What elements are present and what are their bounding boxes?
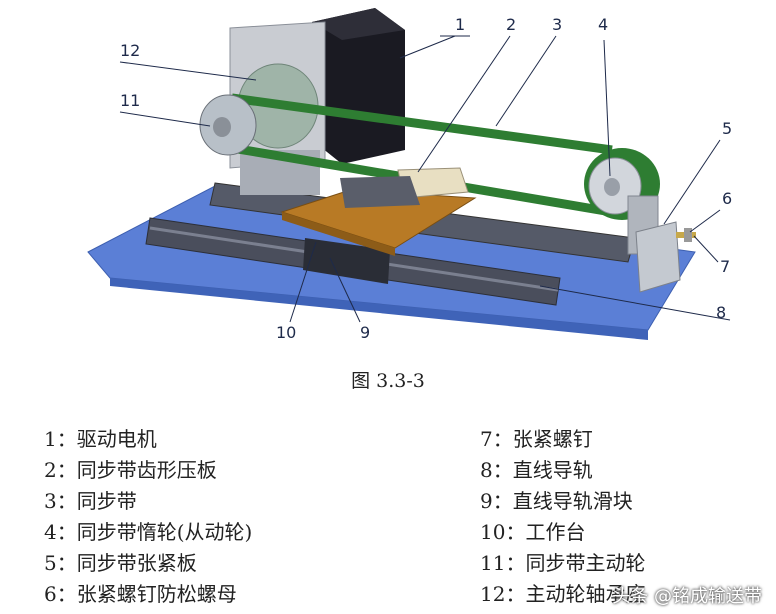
callout-2: 2 xyxy=(506,15,516,34)
legend-item: 7：张紧螺钉 xyxy=(480,424,645,455)
legend-number: 9： xyxy=(480,489,513,513)
watermark: 头条 @铭成输送带 xyxy=(612,586,762,607)
legend-text: 直线导轨 xyxy=(512,458,593,482)
legend-item: 4：同步带惰轮(从动轮) xyxy=(44,517,252,548)
callout-3: 3 xyxy=(552,15,562,34)
callout-1: 1 xyxy=(455,15,465,34)
worktable-edge xyxy=(282,212,395,256)
legend-number: 2： xyxy=(44,458,77,482)
legend-text: 张紧螺钉 xyxy=(512,427,593,451)
callout-4: 4 xyxy=(598,15,608,34)
callout-12: 12 xyxy=(120,41,140,60)
leader-2 xyxy=(417,35,511,173)
legend-number: 6： xyxy=(44,582,77,606)
legend-item: 10：工作台 xyxy=(480,517,645,548)
figure-frame: 1 2 3 4 5 6 7 8 9 10 11 12 xyxy=(87,8,733,342)
legend-number: 11： xyxy=(480,551,526,575)
callout-11: 11 xyxy=(120,91,140,110)
legend-number: 8： xyxy=(480,458,513,482)
legend-item: 3：同步带 xyxy=(44,486,252,517)
legend-number: 12： xyxy=(480,582,526,606)
leader-7 xyxy=(693,235,719,263)
leader-10 xyxy=(289,241,317,323)
legend-text: 直线导轨滑块 xyxy=(512,489,633,513)
leader-6 xyxy=(689,209,721,233)
legend-number: 1： xyxy=(44,427,77,451)
legend-item: 12：主动轮轴承座 xyxy=(480,579,645,610)
legend-item: 5：同步带张紧板 xyxy=(44,548,252,579)
leader-9 xyxy=(329,257,361,323)
leader-8 xyxy=(539,285,731,321)
legend-item: 9：直线导轨滑块 xyxy=(480,486,645,517)
leader-12 xyxy=(119,61,257,81)
legend-text: 同步带张紧板 xyxy=(76,551,197,575)
legend-text: 同步带 xyxy=(76,489,137,513)
legend-text: 同步带主动轮 xyxy=(525,551,646,575)
leader-1 xyxy=(399,35,456,59)
legend-right-column: 7：张紧螺钉 8：直线导轨 9：直线导轨滑块 10：工作台 11：同步带主动轮 … xyxy=(480,424,645,610)
legend-item: 6：张紧螺钉防松螺母 xyxy=(44,579,252,610)
legend-text: 张紧螺钉防松螺母 xyxy=(76,582,237,606)
callout-9: 9 xyxy=(360,323,370,342)
legend-text: 同步带惰轮(从动轮) xyxy=(76,520,253,544)
callout-6: 6 xyxy=(722,189,732,208)
legend-text: 驱动电机 xyxy=(76,427,157,451)
callout-5: 5 xyxy=(722,119,732,138)
motor-top xyxy=(312,8,405,40)
legend-number: 7： xyxy=(480,427,513,451)
leader-11 xyxy=(119,111,211,127)
leader-3 xyxy=(495,35,557,127)
legend-left-column: 1：驱动电机 2：同步带齿形压板 3：同步带 4：同步带惰轮(从动轮) 5：同步… xyxy=(44,424,252,610)
worktable xyxy=(280,189,477,249)
base-plate-edge xyxy=(110,278,648,340)
legend-number: 5： xyxy=(44,551,77,575)
legend-number: 10： xyxy=(480,520,526,544)
leader-5 xyxy=(663,139,721,225)
figure-caption: 图 3.3-3 xyxy=(351,370,425,392)
leader-4 xyxy=(603,39,611,177)
drive-motor xyxy=(312,8,405,164)
callout-10: 10 xyxy=(276,323,296,342)
legend-item: 2：同步带齿形压板 xyxy=(44,455,252,486)
legend-item: 8：直线导轨 xyxy=(480,455,645,486)
legend-text: 主动轮轴承座 xyxy=(525,582,646,606)
callout-8: 8 xyxy=(716,303,726,322)
legend-item: 11：同步带主动轮 xyxy=(480,548,645,579)
mechanism-diagram: 1 2 3 4 5 6 7 8 9 10 11 12 xyxy=(87,8,732,342)
clamp-block xyxy=(340,176,420,208)
tension-plate xyxy=(635,221,681,293)
legend-item: 1：驱动电机 xyxy=(44,424,252,455)
callout-7: 7 xyxy=(720,257,730,276)
rail-slider xyxy=(303,238,390,284)
idler-pulley-hub xyxy=(604,178,620,196)
drive-pulley-hub xyxy=(213,117,231,137)
legend-number: 4： xyxy=(44,520,77,544)
legend-number: 3： xyxy=(44,489,77,513)
legend-text: 工作台 xyxy=(525,520,586,544)
lock-nut xyxy=(684,228,692,242)
legend-text: 同步带齿形压板 xyxy=(76,458,217,482)
